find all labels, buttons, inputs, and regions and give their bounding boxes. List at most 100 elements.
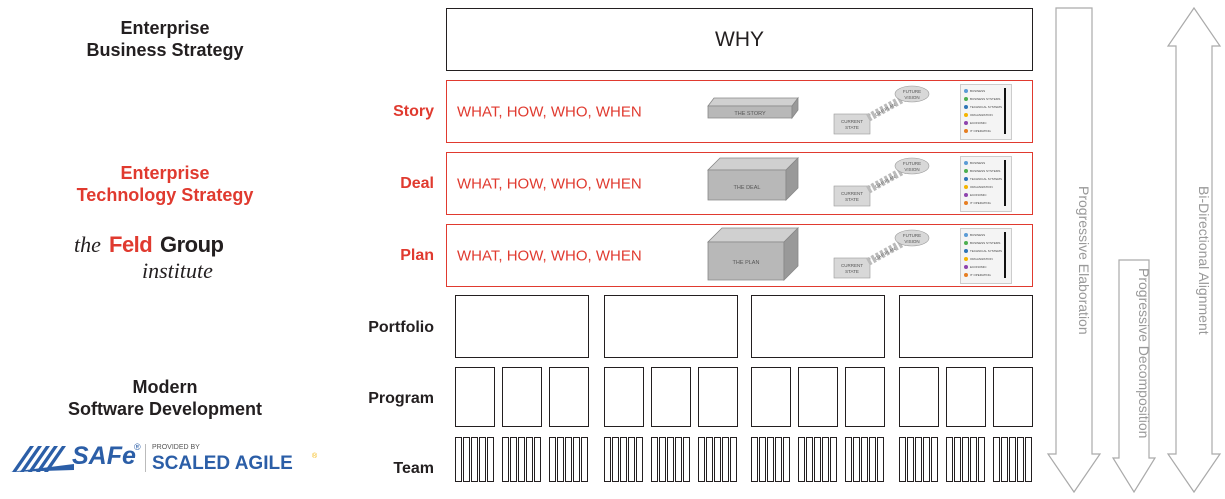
gap-diagram-icon: CURRENT STATE GAP PLAN FUTURE VISION: [833, 85, 930, 135]
svg-text:FUTURE: FUTURE: [903, 161, 921, 166]
legend-item: ORGANIZATION: [964, 256, 993, 262]
progressive-elaboration-arrow: Progressive Elaboration: [1046, 7, 1102, 494]
team-box: [954, 437, 961, 482]
gap-diagram-icon: CURRENT STATE GAP PLAN FUTURE VISION: [833, 157, 930, 207]
legend-dot-icon: [964, 201, 968, 205]
team-box: [767, 437, 774, 482]
row-label-team: Team: [393, 460, 434, 477]
team-box: [502, 437, 509, 482]
legend-dot-icon: [964, 177, 968, 181]
legend-item-label: BUSINESS: [970, 89, 986, 93]
legend-dot-icon: [964, 97, 968, 101]
legend-item: TECHNICAL SYSTEMS: [964, 248, 1002, 254]
team-box: [526, 437, 533, 482]
logo-group: Group: [160, 232, 224, 257]
legend-arrow-icon: [1004, 232, 1006, 278]
legend-dot-icon: [964, 233, 968, 237]
svg-text:VISION: VISION: [904, 167, 919, 172]
svg-text:STATE: STATE: [845, 197, 859, 202]
team-box: [1025, 437, 1032, 482]
legend-item-label: BUSINESS: [970, 233, 986, 237]
legend-dot-icon: [964, 113, 968, 117]
enterprise-technology-strategy-heading: Enterprise Technology Strategy: [76, 163, 254, 205]
safe-stripes-icon: [10, 446, 74, 472]
row-label-portfolio: Portfolio: [368, 319, 434, 336]
bi-directional-alignment-arrow: Bi-Directional Alignment: [1166, 6, 1222, 494]
legend-item-label: BUSINESS SYSTEMS: [970, 97, 1001, 101]
team-box: [1001, 437, 1008, 482]
team-box: [869, 437, 876, 482]
legend-dot-icon: [964, 265, 968, 269]
team-box: [923, 437, 930, 482]
program-box: [798, 367, 838, 427]
legend-dot-icon: [964, 193, 968, 197]
enterprise-business-strategy-heading: Enterprise Business Strategy: [86, 18, 244, 60]
progressive-elaboration-label: Progressive Elaboration: [1076, 186, 1092, 335]
team-box: [931, 437, 938, 482]
safe-wordmark: SAFe: [72, 442, 136, 470]
legend-item: IT OPERATING: [964, 200, 991, 206]
legend-arrow-icon: [1004, 160, 1006, 206]
program-box: [604, 367, 644, 427]
team-box: [659, 437, 666, 482]
team-box: [946, 437, 953, 482]
legend-item: BUSINESS: [964, 232, 985, 238]
legend-item: ORGANIZATION: [964, 112, 993, 118]
svg-text:FUTURE: FUTURE: [903, 89, 921, 94]
program-box: [549, 367, 589, 427]
team-box: [751, 437, 758, 482]
portfolio-box: [899, 295, 1033, 358]
team-box: [683, 437, 690, 482]
legend-item: TECHNICAL SYSTEMS: [964, 104, 1002, 110]
team-box: [714, 437, 721, 482]
legend-item-label: ECONOMIC: [970, 121, 987, 125]
deal-row-text: WHAT, HOW, WHO, WHEN: [457, 175, 642, 192]
portfolio-box: [604, 295, 738, 358]
legend-dot-icon: [964, 249, 968, 253]
team-box: [907, 437, 914, 482]
team-box: [675, 437, 682, 482]
logo-institute: institute: [142, 258, 213, 283]
the-plan-box-icon: THE PLAN: [707, 227, 799, 281]
legend-item-label: IT OPERATING: [970, 201, 991, 205]
program-box: [845, 367, 885, 427]
team-box: [471, 437, 478, 482]
scaled-agile-wordmark: SCALED AGILE: [152, 453, 293, 474]
program-box: [455, 367, 495, 427]
team-box: [993, 437, 1000, 482]
legend-dot-icon: [964, 169, 968, 173]
modern-software-development-heading: Modern Software Development: [67, 377, 263, 419]
team-box: [557, 437, 564, 482]
provided-by-text: PROVIDED BY: [152, 444, 200, 451]
team-box: [620, 437, 627, 482]
legend-dot-icon: [964, 129, 968, 133]
team-box: [814, 437, 821, 482]
svg-text:STATE: STATE: [845, 125, 859, 130]
team-box: [698, 437, 705, 482]
team-box: [510, 437, 517, 482]
program-box: [946, 367, 986, 427]
team-box: [962, 437, 969, 482]
team-box: [798, 437, 805, 482]
program-box: [502, 367, 542, 427]
team-box: [604, 437, 611, 482]
scaled-agile-registered: ®: [312, 453, 318, 460]
bi-directional-alignment-label: Bi-Directional Alignment: [1196, 186, 1212, 335]
team-box: [759, 437, 766, 482]
legend-item: ORGANIZATION: [964, 184, 993, 190]
legend-dot-icon: [964, 105, 968, 109]
team-box: [534, 437, 541, 482]
team-box: [565, 437, 572, 482]
team-box: [877, 437, 884, 482]
team-box: [970, 437, 977, 482]
program-box: [698, 367, 738, 427]
row-label-program: Program: [368, 390, 434, 407]
logo-the: the: [74, 232, 101, 257]
plan-row-text: WHAT, HOW, WHO, WHEN: [457, 247, 642, 264]
the-plan-label: THE PLAN: [733, 260, 760, 266]
the-deal-label: THE DEAL: [734, 185, 761, 191]
legend-dot-icon: [964, 241, 968, 245]
row-label-deal: Deal: [400, 175, 434, 192]
team-box: [636, 437, 643, 482]
